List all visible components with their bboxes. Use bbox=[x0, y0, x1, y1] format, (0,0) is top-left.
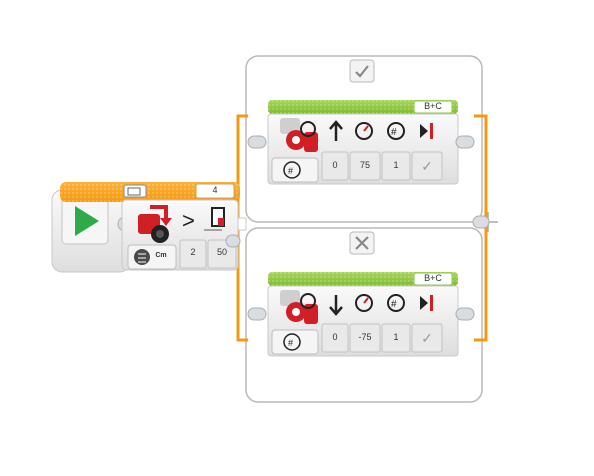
false-case-tab[interactable] bbox=[349, 231, 375, 255]
play-icon bbox=[75, 206, 99, 236]
svg-text:#: # bbox=[391, 127, 397, 138]
brake-value-false[interactable]: ✓ bbox=[421, 330, 433, 346]
motor-ports-false[interactable]: B+C bbox=[424, 273, 442, 283]
svg-text:#: # bbox=[288, 338, 293, 348]
ultrasonic-sensor-icon bbox=[138, 205, 172, 243]
motor-ports-selector-true bbox=[413, 100, 453, 114]
sequence-bracket-right bbox=[474, 114, 488, 342]
svg-text:#: # bbox=[391, 299, 397, 310]
rotations-value-true[interactable]: 1 bbox=[393, 160, 399, 170]
move-block-false[interactable]: # # bbox=[247, 272, 475, 357]
switch-block[interactable]: > bbox=[60, 182, 241, 271]
brake-icon-false bbox=[420, 296, 428, 310]
rotations-slot-false bbox=[381, 323, 411, 353]
motor-ports-selector-false bbox=[413, 272, 453, 286]
power-value-false[interactable]: -75 bbox=[358, 332, 372, 342]
power-icon-false bbox=[355, 294, 373, 312]
steering-value-true[interactable]: 0 bbox=[332, 160, 338, 170]
power-slot-false bbox=[349, 323, 381, 353]
brake-icon-true bbox=[420, 124, 428, 138]
true-case-tab[interactable] bbox=[349, 59, 375, 83]
rotations-slot-true bbox=[381, 151, 411, 181]
mode-selector-true bbox=[271, 157, 319, 183]
steering-value-false[interactable]: 0 bbox=[332, 332, 338, 342]
steering-icon-false bbox=[300, 293, 316, 309]
rotations-value-false[interactable]: 1 bbox=[393, 332, 399, 342]
move-block-true[interactable]: # # bbox=[247, 100, 475, 185]
backward-arrow-icon-false bbox=[329, 295, 343, 316]
svg-text:#: # bbox=[288, 166, 293, 176]
power-icon-true bbox=[355, 122, 373, 140]
motor-ports-true[interactable]: B+C bbox=[424, 101, 442, 111]
compare-type-value[interactable]: 2 bbox=[190, 247, 196, 257]
switch-true-case-frame bbox=[245, 55, 483, 223]
large-motor-icon-true bbox=[280, 118, 318, 152]
steering-icon-true bbox=[300, 121, 316, 137]
brake-slot-false bbox=[411, 323, 443, 353]
steering-slot-true bbox=[321, 151, 349, 181]
power-value-true[interactable]: 75 bbox=[359, 160, 370, 170]
compare-type-slot bbox=[179, 239, 207, 269]
port-selector bbox=[195, 183, 235, 199]
brake-value-true[interactable]: ✓ bbox=[421, 158, 433, 174]
threshold-value[interactable]: 50 bbox=[216, 247, 227, 257]
threshold-icon bbox=[204, 207, 225, 231]
switch-port-value[interactable]: 4 bbox=[212, 185, 218, 195]
forward-arrow-icon-true bbox=[329, 120, 343, 141]
steering-slot-false bbox=[321, 323, 349, 353]
rotations-icon-false bbox=[387, 294, 405, 312]
brake-slot-true bbox=[411, 151, 443, 181]
mode-unit-label: Cm bbox=[155, 252, 167, 259]
switch-false-case-frame bbox=[245, 227, 483, 403]
distance-icon bbox=[138, 253, 146, 263]
mode-selector-false bbox=[271, 329, 319, 355]
compare-icon: > bbox=[182, 208, 195, 233]
large-motor-icon-false bbox=[280, 290, 318, 324]
threshold-slot bbox=[207, 239, 237, 269]
power-slot-true bbox=[349, 151, 381, 181]
rotations-icon-true bbox=[387, 122, 405, 140]
